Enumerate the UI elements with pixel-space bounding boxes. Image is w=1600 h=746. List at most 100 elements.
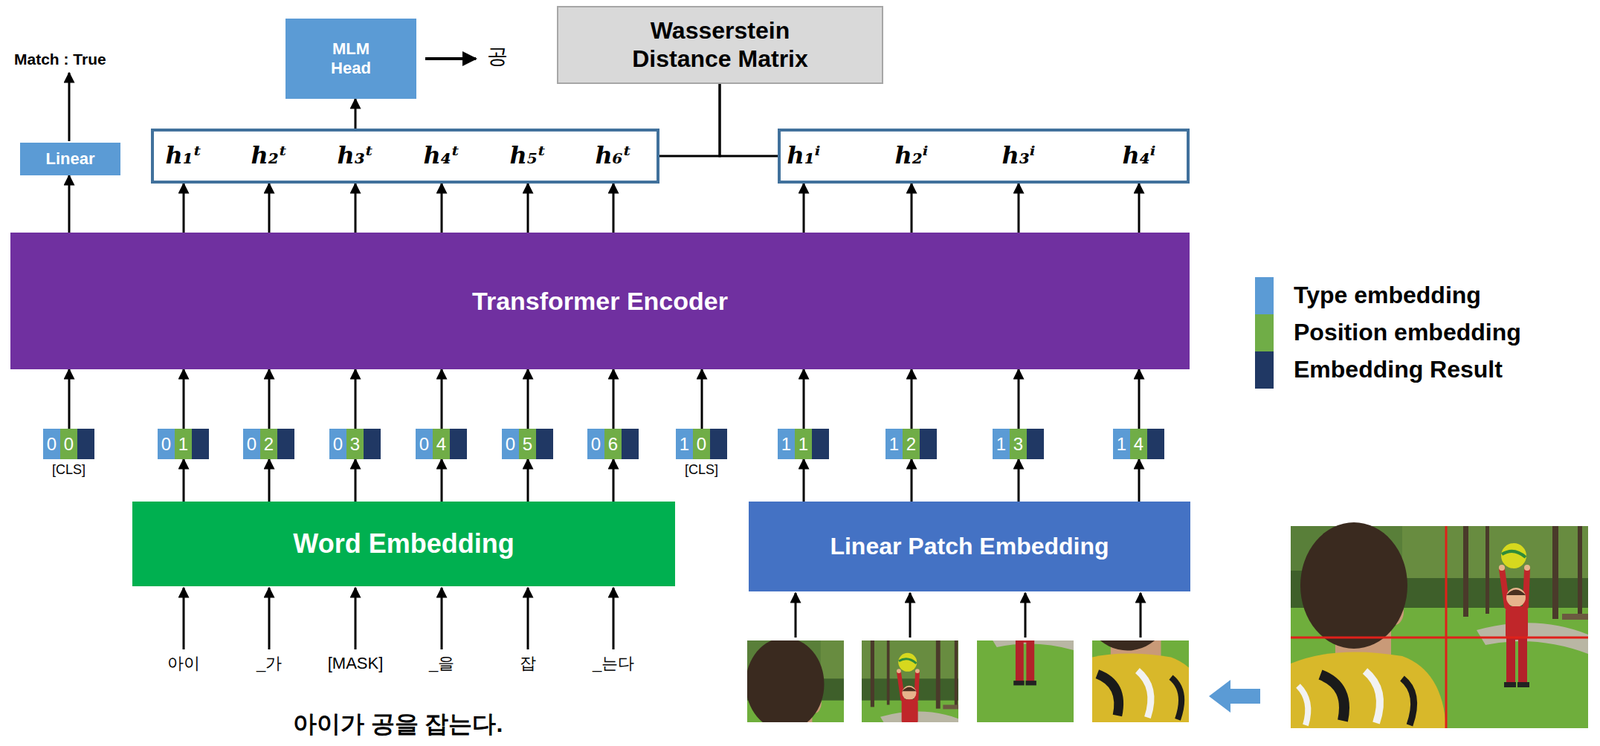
box-label: MLM Head [324,39,377,79]
input-token: 잡 [519,654,537,673]
split-arrow [1208,680,1261,714]
token-embedding: 05 [501,428,554,460]
transformer-encoder: Transformer Encoder [10,232,1190,370]
arrow-connector [1017,183,1021,233]
input-token: _가 [256,654,282,673]
type-cell: 0 [157,428,175,460]
result-cell [191,428,209,460]
arrow-connector [910,369,914,429]
arrow-connector [268,369,271,429]
token-embedding: 06 [587,428,639,460]
arrow-connector [1138,369,1141,429]
hidden-state-label: h₁ᵗ [165,142,202,169]
result-cell [277,428,295,460]
box-label: Wasserstein Distance Matrix [608,17,832,74]
result-cell [449,428,467,460]
arrow [268,588,271,650]
arrow-connector [268,459,271,502]
embedding-index: 0 [46,435,57,454]
arrow [909,593,912,638]
linear-box: Linear [20,142,121,176]
result-cell [536,428,554,460]
arrow-connector [68,175,71,233]
hidden-state-label: h₅ᵗ [509,142,546,169]
box-label: Linear Patch Embedding [829,533,1109,562]
result-cell [621,428,639,460]
patch-embedding-box: Linear Patch Embedding [748,501,1191,592]
hidden-state-label: h₄ᵗ [423,142,460,169]
arrow-connector [440,183,444,233]
result-cell [1147,428,1165,460]
arrow-connector [268,183,271,233]
arrow-connector [1017,369,1021,429]
embedding-index: 5 [522,435,533,454]
arrow-connector [1138,183,1141,233]
result-cell [811,428,829,460]
hidden-state-label: h₂ᵗ [250,142,287,169]
arrow-connector [802,183,806,233]
embedding-index: 1 [996,435,1006,454]
arrow-connector [527,369,530,429]
embedding-index: 2 [263,435,274,454]
hidden-state-label: h₁ⁱ [787,142,821,169]
position-cell: 3 [346,428,364,460]
result-cell [710,428,728,460]
type-cell: 1 [675,428,693,460]
embedding-index: 2 [906,435,916,454]
arrow [612,588,615,650]
legend-label: Embedding Result [1293,356,1503,383]
arrow-connector [1017,459,1021,502]
arrow [527,588,530,650]
input-token: [MASK] [327,654,384,673]
position-cell: 4 [1130,428,1148,460]
type-cell: 0 [243,428,261,460]
arrow-connector [701,369,704,429]
embedding-index: 4 [436,435,447,454]
box-label: Word Embedding [292,528,514,560]
arrow-connector [68,369,71,429]
token-caption: [CLS] [684,462,719,479]
arrow [425,57,476,61]
distance-matrix-box: Wasserstein Distance Matrix [556,5,884,85]
legend-swatch [1255,351,1274,389]
embedding-index: 1 [178,435,189,454]
arrow-connector [182,183,186,233]
arrow-connector [527,183,530,233]
patch-grid-line [1290,637,1589,640]
embedding-index: 6 [608,435,618,454]
arrow [440,588,444,650]
box-label: Transformer Encoder [472,286,728,316]
arrow-connector [802,369,806,429]
arrow-connector [354,183,357,233]
box-label: Linear [45,149,95,169]
result-cell [1026,428,1044,460]
token-embedding: 14 [1113,428,1165,460]
token-embedding: 04 [415,428,467,460]
token-embedding: 11 [777,428,829,460]
tee-connector [659,84,720,157]
legend-label: Position embedding [1293,319,1522,346]
patch-grid-line [1445,526,1448,729]
embedding-index: 3 [350,435,360,454]
type-cell: 1 [885,428,903,460]
type-cell: 1 [992,428,1010,460]
embedding-index: 1 [798,435,809,454]
arrow-connector [612,369,615,429]
type-cell: 0 [329,428,347,460]
arrow-connector [802,459,806,502]
embedding-index: 0 [246,435,257,454]
match-output: Match : True [14,50,107,69]
arrow-connector [440,459,444,502]
embedding-index: 1 [781,435,792,454]
input-token: _는다 [592,654,635,673]
type-cell: 0 [415,428,433,460]
input-token: _을 [428,654,455,673]
legend-swatch [1255,277,1274,315]
arrow [1024,593,1027,638]
token-embedding: 03 [329,428,381,460]
arrow [354,588,357,650]
position-cell: 2 [902,428,920,460]
arrow-connector [612,183,615,233]
embedding-index: 0 [505,435,516,454]
image-patch [744,637,963,746]
